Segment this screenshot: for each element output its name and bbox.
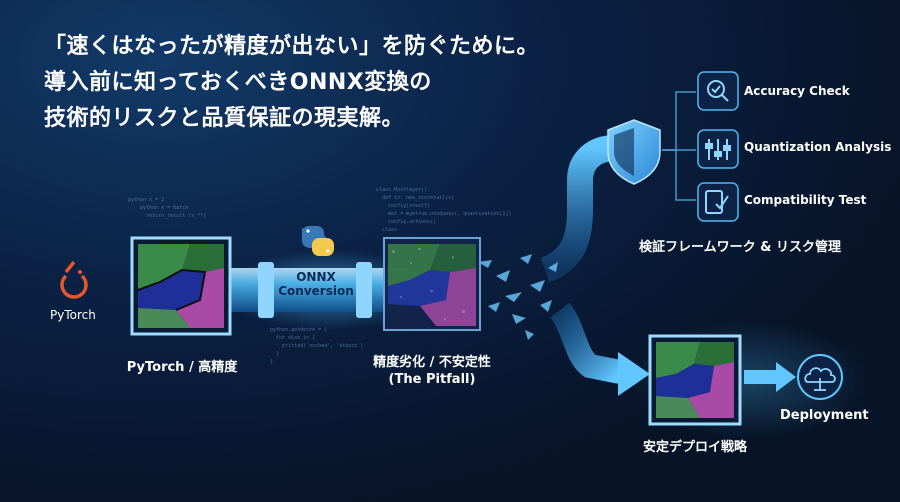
source-image [130,236,232,336]
pitfall-caption: 精度劣化 / 不安定性 (The Pitfall) [368,354,496,388]
code-snippet-right: class Hostlayer(): def in: new_scoretail… [376,187,512,233]
deploy-image [648,334,742,426]
pytorch-logo [60,260,88,299]
code-snippet-lower: python.getdeore = { for dice in { pritte… [270,327,364,365]
sliders-icon [705,139,731,160]
title-line-2: 導入前に知っておくべきONNX変換の [44,70,432,95]
check-accuracy-label: Accuracy Check [744,84,850,98]
deploy-caption: 安定デプロイ戦略 [642,440,747,455]
arrow-to-deploy [550,302,623,384]
pipe-flange-right [356,262,372,318]
pipe-flange-left [258,262,274,318]
main-pipe [222,268,412,312]
pitfall-caption-line2: (The Pitfall) [388,372,476,387]
deploy-arrow-shaft [744,370,776,384]
check-quantization-label: Quantization Analysis [744,140,892,154]
arrow-to-verification [540,135,616,283]
deploy-arrow-head [776,362,796,392]
check-connectors [662,91,696,201]
check-compatibility-label: Compatibility Test [744,193,867,207]
device-check-icon [705,190,729,214]
verification-caption: 検証フレームワーク & リスク管理 [639,240,841,255]
arrow-to-deploy-head [618,352,650,396]
code-snippet-left: python x = 2 python x = batch return_res… [128,197,207,219]
shard-particles [478,254,558,340]
pytorch-logo-text: PyTorch [50,308,96,322]
pitfall-caption-line1: 精度劣化 / 不安定性 [373,355,491,370]
cloud-deploy-icon [797,354,843,400]
converter-label-line1: ONNX [296,270,336,284]
pitfall-image [383,237,481,331]
converter-label: ONNX Conversion [275,270,357,298]
deployment-label: Deployment [780,408,869,423]
converter-label-line2: Conversion [278,284,354,298]
magnifier-check-icon [707,80,729,102]
source-caption: PyTorch / 高精度 [126,360,238,375]
title-line-1: 「速くはなったが精度が出ない」を防ぐために。 [44,34,540,59]
title-line-3: 技術的リスクと品質保証の現実解。 [44,106,405,131]
python-logo [302,226,334,256]
shield-half [614,128,634,176]
